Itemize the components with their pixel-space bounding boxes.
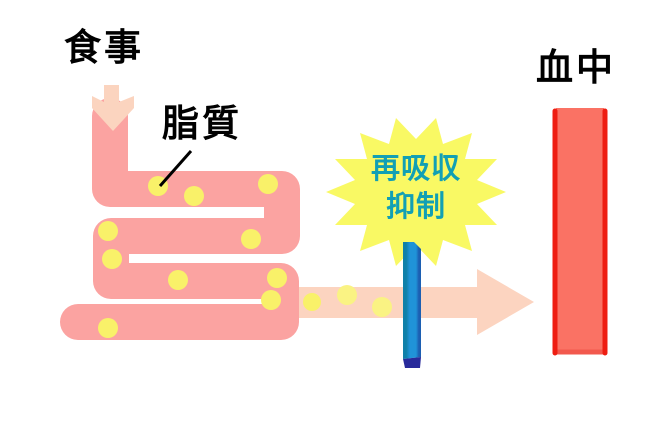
label-lipid: 脂質 <box>162 103 242 144</box>
lipid-dot <box>372 297 392 317</box>
blood-vessel-fill <box>556 108 604 354</box>
starburst-shape <box>326 118 506 266</box>
lipid-dot <box>98 221 118 241</box>
inhibitor-bar-base <box>403 357 421 368</box>
label-meal: 食事 <box>64 27 144 68</box>
lipid-dot <box>102 249 122 269</box>
lipid-dot <box>98 318 118 338</box>
label-blood: 血中 <box>536 47 616 88</box>
label-reabsorption-inhibition: 再吸収 抑制 <box>346 150 486 226</box>
blood-vessel-bar <box>552 108 608 356</box>
lipid-pointer-line <box>158 150 193 187</box>
inhibitor-bar <box>403 242 421 368</box>
label-reabsorption-inhibition-line1: 再吸収 <box>370 153 461 185</box>
lipid-dot <box>337 285 357 305</box>
lipid-dot <box>303 293 321 311</box>
lipid-dot <box>184 186 204 206</box>
lipid-dot <box>241 229 261 249</box>
inhibitor-bar-body <box>403 242 421 359</box>
food-intake-arrow-icon <box>92 85 134 131</box>
lipid-dots <box>98 174 392 338</box>
intestine-path <box>60 98 300 340</box>
lipid-dot <box>261 290 281 310</box>
lipid-dot <box>168 270 188 290</box>
lipid-dot <box>267 268 287 288</box>
label-reabsorption-inhibition-line2: 抑制 <box>385 191 446 223</box>
lipid-dot <box>258 174 278 194</box>
